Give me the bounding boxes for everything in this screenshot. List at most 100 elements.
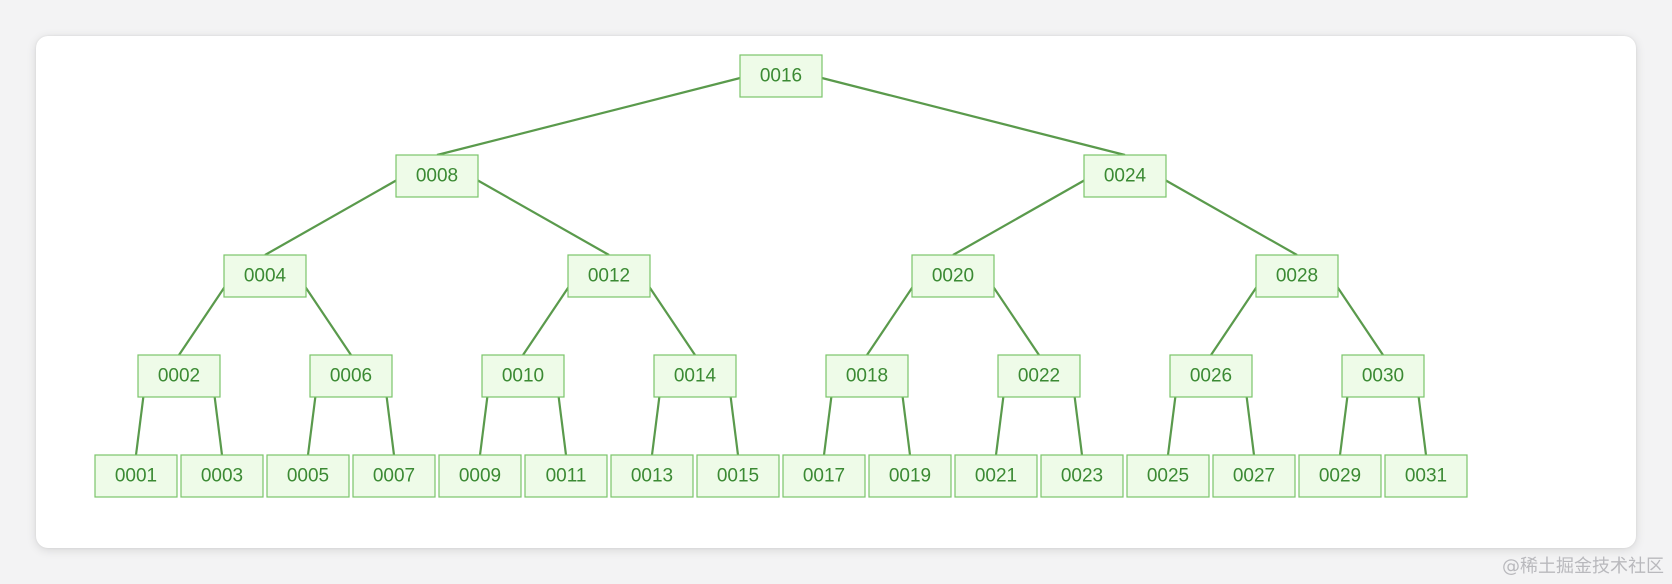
tree-node-box (223, 254, 307, 298)
tree-node-label: 0004 (244, 266, 287, 287)
tree-node-box (309, 354, 393, 398)
tree-node-box (653, 354, 737, 398)
tree-node-label: 0002 (158, 366, 200, 387)
tree-node-box (825, 354, 909, 398)
tree-node-label: 0022 (1018, 366, 1060, 387)
edge-0024-0028 (1157, 175, 1298, 256)
tree-node-box (180, 454, 264, 498)
tree-node-box (524, 454, 608, 498)
tree-node-0017: 0017 (782, 454, 866, 498)
watermark: @稀土掘金技术社区 (1502, 556, 1664, 577)
tree-node-box (782, 454, 866, 498)
tree-node-0025: 0025 (1126, 454, 1210, 498)
tree-node-box (137, 354, 221, 398)
edge-0016-0008 (436, 74, 749, 157)
edge-0008-0004 (264, 175, 405, 256)
tree-node-0006: 0006 (309, 354, 393, 398)
tree-node-label: 0024 (1104, 166, 1147, 187)
tree-node-label: 0008 (416, 166, 458, 187)
tree-node-0013: 0013 (610, 454, 694, 498)
tree-node-0009: 0009 (438, 454, 522, 498)
tree-node-box (266, 454, 350, 498)
tree-node-box (94, 454, 178, 498)
tree-node-0004: 0004 (223, 254, 307, 298)
tree-node-box (911, 254, 995, 298)
edge-0004-0006 (297, 275, 352, 356)
tree-node-0010: 0010 (481, 354, 565, 398)
tree-node-box (868, 454, 952, 498)
tree-node-0027: 0027 (1212, 454, 1296, 498)
tree-node-0030: 0030 (1341, 354, 1425, 398)
tree-node-label: 0015 (717, 466, 759, 487)
edge-0024-0020 (952, 175, 1093, 256)
tree-node-label: 0021 (975, 466, 1017, 487)
tree-node-label: 0011 (546, 466, 587, 487)
tree-node-box (739, 54, 823, 98)
edge-0016-0024 (813, 74, 1126, 157)
tree-node-0031: 0031 (1384, 454, 1468, 498)
tree-node-label: 0020 (932, 266, 974, 287)
tree-node-label: 0028 (1276, 266, 1318, 287)
edge-0028-0026 (1210, 275, 1265, 356)
tree-node-box (1083, 154, 1167, 198)
tree-node-0002: 0002 (137, 354, 221, 398)
tree-node-box (1384, 454, 1468, 498)
edge-0020-0018 (866, 275, 921, 356)
tree-node-box (352, 454, 436, 498)
tree-node-0019: 0019 (868, 454, 952, 498)
edges-layer (134, 74, 1428, 456)
tree-node-0012: 0012 (567, 254, 651, 298)
tree-node-label: 0017 (803, 466, 845, 487)
tree-node-box (567, 254, 651, 298)
tree-node-box (954, 454, 1038, 498)
tree-node-0008: 0008 (395, 154, 479, 198)
tree-node-box (438, 454, 522, 498)
tree-node-0003: 0003 (180, 454, 264, 498)
tree-node-0024: 0024 (1083, 154, 1167, 198)
tree-node-0029: 0029 (1298, 454, 1382, 498)
tree-node-0026: 0026 (1169, 354, 1253, 398)
tree-node-label: 0018 (846, 366, 888, 387)
tree-node-label: 0012 (588, 266, 630, 287)
edge-0020-0022 (985, 275, 1040, 356)
tree-node-0023: 0023 (1040, 454, 1124, 498)
tree-node-label: 0007 (373, 466, 415, 487)
tree-node-0028: 0028 (1255, 254, 1339, 298)
tree-node-box (1255, 254, 1339, 298)
tree-node-box (1126, 454, 1210, 498)
tree-node-label: 0030 (1362, 366, 1404, 387)
tree-node-label: 0019 (889, 466, 931, 487)
edge-0012-0010 (522, 275, 577, 356)
edge-0028-0030 (1329, 275, 1384, 356)
tree-node-label: 0010 (502, 366, 544, 387)
tree-node-box (1298, 454, 1382, 498)
tree-node-label: 0029 (1319, 466, 1361, 487)
tree-node-label: 0001 (115, 466, 157, 487)
tree-node-label: 0026 (1190, 366, 1232, 387)
tree-node-box (395, 154, 479, 198)
tree-node-label: 0003 (201, 466, 243, 487)
tree-node-0018: 0018 (825, 354, 909, 398)
tree-node-label: 0005 (287, 466, 329, 487)
tree-node-box (610, 454, 694, 498)
tree-node-label: 0031 (1405, 466, 1447, 487)
edge-0008-0012 (469, 175, 610, 256)
tree-node-box (696, 454, 780, 498)
tree-node-box (997, 354, 1081, 398)
tree-node-0011: 0011 (524, 454, 608, 498)
tree-node-label: 0025 (1147, 466, 1189, 487)
edge-0004-0002 (178, 275, 233, 356)
tree-node-0015: 0015 (696, 454, 780, 498)
tree-node-0007: 0007 (352, 454, 436, 498)
tree-node-box (481, 354, 565, 398)
tree-node-0021: 0021 (954, 454, 1038, 498)
tree-node-label: 0006 (330, 366, 372, 387)
tree-node-label: 0014 (674, 366, 717, 387)
tree-node-0022: 0022 (997, 354, 1081, 398)
tree-node-label: 0009 (459, 466, 501, 487)
tree-node-label: 0027 (1233, 466, 1275, 487)
tree-node-label: 0023 (1061, 466, 1103, 487)
tree-node-label: 0013 (631, 466, 673, 487)
